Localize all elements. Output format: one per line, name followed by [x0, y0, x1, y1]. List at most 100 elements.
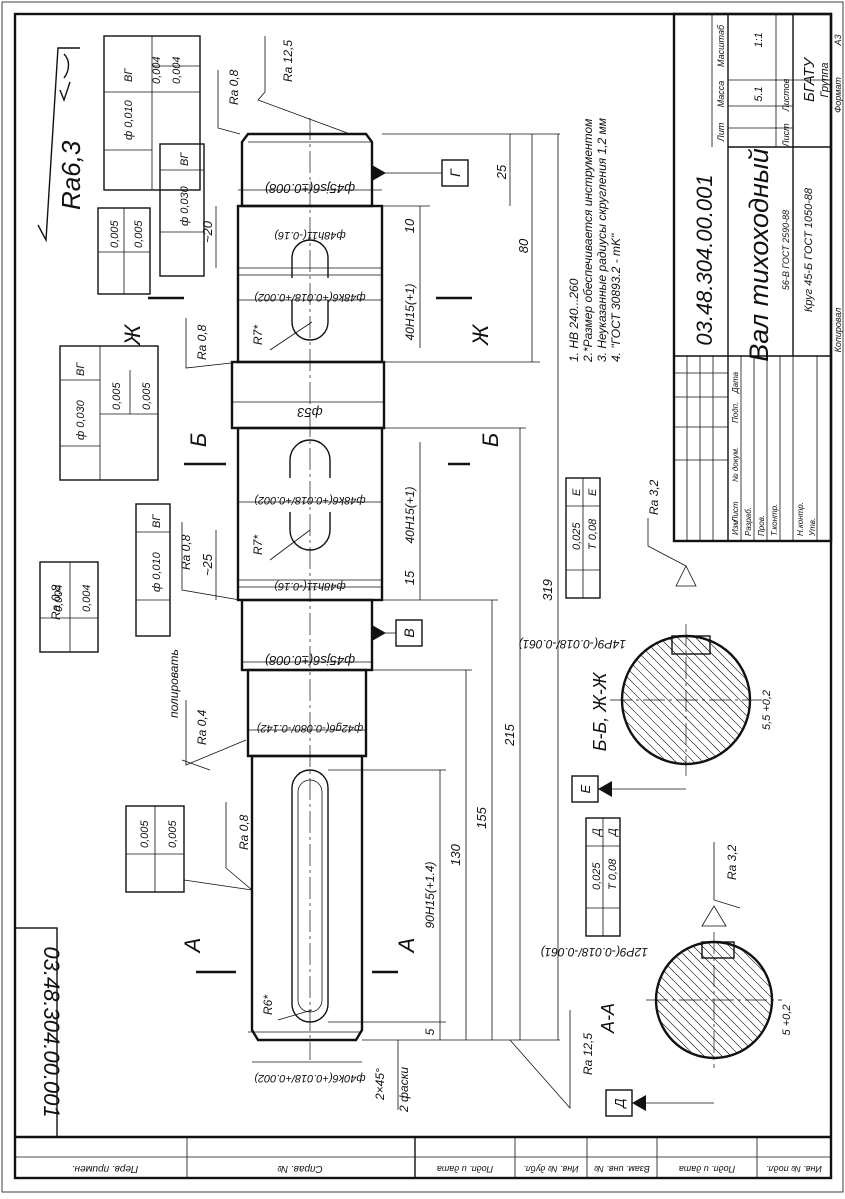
section-cut-letter: Ж: [120, 323, 145, 346]
section-par: 0,025: [591, 862, 603, 890]
hatch-line: [708, 943, 771, 1006]
section-datum: Д: [612, 1098, 627, 1109]
datum-letter: В: [401, 628, 417, 637]
stamp-field: Подп. и дата: [437, 1164, 493, 1174]
hatch-line: [623, 691, 695, 763]
tolerance-base: ВГ: [75, 362, 87, 376]
datum-letter: Г: [447, 168, 463, 177]
hatch-line: [693, 946, 768, 1021]
hatch-line: [676, 956, 758, 1038]
header-sheets: Листов: [781, 78, 791, 112]
keyway-bottom-upper: [289, 439, 331, 478]
roughness-mark: Ra 0,8: [179, 534, 193, 570]
tolerance-value: 0,004: [151, 56, 163, 84]
polish-note: полировать: [167, 649, 181, 718]
section-sym: Т 0,08: [587, 518, 599, 550]
hatch-line: [707, 640, 746, 679]
length-dimensions: 25 10 40H15(+1) 80 40H15(+1) 15 ~25 ~20 …: [200, 133, 560, 1041]
stamp-perv-primen: Перв. примен.: [72, 1163, 138, 1174]
roughness-mark: Ra 0,8: [237, 814, 251, 850]
scale-value: 1:1: [753, 32, 765, 47]
section-key: 12P9(-0.018/-0.061): [541, 945, 648, 959]
hatch-line: [622, 699, 687, 764]
stamp-sprav: Справ. №: [277, 1163, 323, 1174]
section-a: А-А 12P9(-0.018/-0.061) 5 +0,2 0,025 Д Т…: [541, 817, 793, 1117]
annotations: 2×45° 2 фаски R7* R7* R6* полировать: [167, 321, 411, 1113]
chamfer-count: 2 фаски: [397, 1067, 411, 1113]
hatch-line: [677, 637, 749, 709]
header-scale: Масштаб: [716, 24, 726, 67]
general-roughness-value: Ra6,3: [56, 140, 86, 210]
format-value: А3: [833, 34, 843, 46]
dim-diameter: ф48h11(-0.16): [274, 229, 346, 241]
section-par-base: Е: [571, 488, 583, 496]
hatch-line: [627, 677, 709, 759]
organization: БГАТУ: [801, 57, 818, 102]
roughness-marks: Ra 12,5 Ra 0,8 Ra 0,8 Ra 0,8 Ra 0,8 Ra 0…: [39, 36, 595, 1110]
section-depth: 5,5 +0,2: [761, 690, 773, 730]
tolerance-base: ВГ: [123, 68, 135, 82]
sign-row: Н.контр.: [796, 502, 805, 536]
tolerance-value: 0,004: [171, 56, 183, 84]
bottom-stamp: Перв. примен. Справ. № Подп. и дата Инв.…: [15, 1135, 831, 1178]
change-header-izm: Изм: [731, 520, 740, 535]
section-b: Б-Б, Ж-Ж 14P9(-0.018/-0.061) 5,5 +0,2 0,…: [519, 477, 773, 803]
section-cut-letter: Ж: [468, 323, 493, 346]
hatch-line: [659, 984, 730, 1055]
side-stamp: 03.48.304.00.001: [14, 927, 64, 1138]
hatch-line: [656, 999, 715, 1058]
technical-notes: 1. НВ 240...260 2.*Размер обеспечивается…: [567, 118, 623, 363]
dim-diameter: ф40k6(+0.018/+0.002): [254, 1072, 366, 1084]
stamp-field: Инв. № дубл.: [523, 1164, 578, 1174]
hatch-line: [700, 944, 770, 1014]
material: Круг 45-Б ГОСТ 1050-88: [803, 187, 815, 312]
section-depth: 5 +0,2: [781, 1005, 793, 1036]
roughness-mark: Ra 0,8: [227, 69, 241, 105]
copied-label: Копировал: [833, 308, 843, 353]
section-cut-letter: А: [180, 938, 205, 955]
hatch-line: [716, 942, 772, 998]
tolerance-value: 0,005: [111, 382, 123, 410]
drawing-designation: 03.48.304.00.001: [692, 174, 717, 345]
section-par: 0,025: [571, 522, 583, 550]
hatch-line: [623, 709, 677, 763]
dim-length: 10: [402, 218, 417, 233]
tolerance-value: 0,005: [141, 382, 153, 410]
keyway-long: [291, 769, 329, 1023]
note: 1. НВ 240...260: [567, 278, 581, 362]
hatch-line: [629, 670, 716, 757]
header-mass: Масса: [716, 81, 726, 108]
roughness-mark: Ra 0,8: [49, 584, 63, 620]
hatch-line: [669, 638, 748, 717]
hatch-line: [664, 971, 743, 1050]
note: 4. "ГОСТ 30893.2 - mK": [609, 233, 623, 362]
hatch-line: [641, 655, 731, 745]
hatch-line: [656, 643, 743, 730]
roughness-mark: Ra 12,5: [281, 40, 295, 82]
section-sym: Т 0,08: [607, 858, 619, 890]
hatch-line: [636, 659, 727, 750]
section-b-hatching: [622, 636, 750, 764]
stamp-field: Инв. № подл.: [766, 1164, 822, 1174]
dim-length: 155: [474, 806, 489, 828]
tolerance-value: ф 0,010: [123, 99, 135, 140]
hatch-line: [626, 721, 665, 760]
note: 3. Неуказанные радиусы скругления 1,2 мм: [595, 118, 609, 362]
section-ra: Ra 3,2: [647, 479, 661, 515]
tolerance-frames: ф 0,010 ВГ 0,004 0,004 0,005 0,005 ф 0,0…: [39, 35, 253, 893]
dim-diameter: ф53: [297, 405, 323, 420]
shaft-end-d40: [250, 754, 364, 1042]
section-cut-letter: А: [394, 938, 419, 955]
side-designation: 03.48.304.00.001: [39, 946, 64, 1117]
hatch-line: [742, 950, 764, 972]
hatch-line: [657, 991, 723, 1057]
section-cut-letter: Б: [478, 433, 503, 447]
material-sub: 56-В ГОСТ 2590-88: [781, 210, 791, 290]
sign-row: Т.контр.: [770, 504, 779, 536]
tolerance-value: ф 0,010: [151, 551, 163, 592]
keyway-bottom-lower: [289, 512, 331, 551]
tolerance-base: ВГ: [179, 152, 191, 166]
tolerance-value: 0,005: [133, 220, 145, 248]
roughness-mark: Ra 12,5: [581, 1033, 595, 1075]
